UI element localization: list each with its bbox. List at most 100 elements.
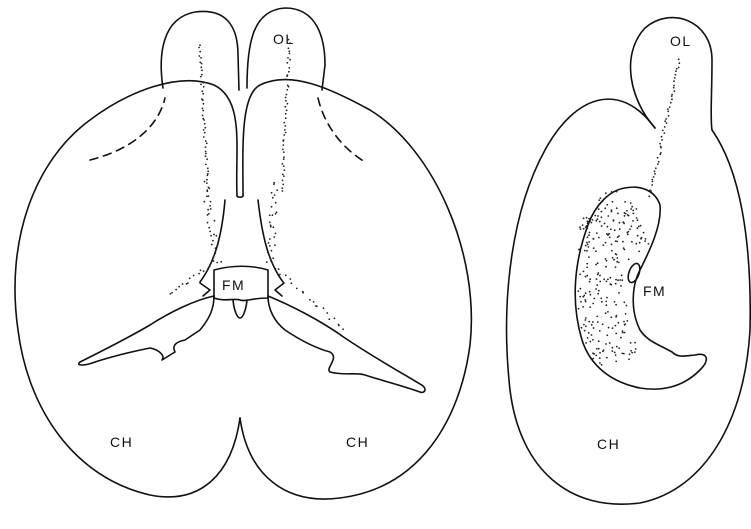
stipple-dot [205,164,207,166]
stipple-dot [673,80,675,82]
stipple-dot [283,156,285,158]
stipple-dot [272,214,274,216]
stipple-dot [605,242,607,244]
stipple-dot [608,327,610,329]
stipple-dot [296,288,298,290]
stipple-dot [636,217,638,219]
stipple-dot [274,244,276,246]
stipple-dot [580,228,582,230]
stipple-dot [275,213,277,215]
stipple-dot [206,189,208,191]
stipple-dot [275,268,277,270]
stipple-dot [316,305,318,307]
stipple-dot [586,225,588,227]
stipple-dot [598,208,600,210]
side-foramen-oval [626,262,642,284]
stipple-dot [169,293,171,295]
stipple-dot [616,257,618,259]
stipple-dot [605,312,607,314]
stipple-dot [631,206,633,208]
stipple-dot [629,353,631,355]
stipple-dot [648,195,650,197]
stipple-dot [596,348,598,350]
stipple-dot [673,87,675,89]
stipple-dot [182,283,184,285]
stipple-dot [586,242,588,244]
stipple-dot [616,261,618,263]
stipple-dot [620,337,622,339]
stipple-dot [588,246,590,248]
stipple-dot [610,229,612,231]
stipple-dot [282,190,284,192]
stipple-dot [611,250,613,252]
stipple-dot [610,316,612,318]
stipple-dot [606,204,608,206]
stipple-dot [580,335,582,337]
stipple-dot [678,67,680,69]
stipple-dot [204,127,206,129]
stipple-dot [286,109,288,111]
stipple-dot [584,330,586,332]
stipple-dot [609,283,611,285]
stipple-dot [678,62,680,64]
stipple-dot [285,113,287,115]
stipple-dot [270,258,272,260]
stipple-dot [615,240,617,242]
stipple-dot [606,297,608,299]
stipple-dot [283,151,285,153]
stipple-dot [641,237,643,239]
stipple-dot [269,238,271,240]
stipple-dot [657,157,659,159]
stipple-dot [604,207,606,209]
stipple-dot [342,328,344,330]
stipple-dot [640,225,642,227]
stipple-dot [587,337,589,339]
stipple-dot [624,212,626,214]
stipple-dot [659,153,661,155]
stipple-dot [595,288,597,290]
stipple-dot [282,174,284,176]
stipple-dot [288,86,290,88]
stipple-dot [624,332,626,334]
stipple-dot [589,291,591,293]
stipple-dot [273,236,275,238]
stipple-dot [203,86,205,88]
right-arrow [275,283,284,296]
stipple-dot [631,241,633,243]
stipple-dot [171,292,173,294]
stipple-dot [599,330,601,332]
stipple-dot [627,232,629,234]
stipple-dot [609,237,611,239]
stipple-dot [302,291,304,293]
stipple-dot [637,219,639,221]
stipple-dot [607,226,609,228]
stipple-dot [664,120,666,122]
stipple-dot [592,238,594,240]
stipple-dot [593,298,595,300]
stipple-dot [283,165,285,167]
stipple-dot [288,67,290,69]
stipple-dot [598,348,600,350]
stipple-dot [597,321,599,323]
stipple-dot [578,290,580,292]
stipple-dot [267,251,269,253]
stipple-dot [283,175,285,177]
stipple-dot [207,175,209,177]
stipple-dot [648,243,650,245]
stipple-dot [198,47,200,49]
stipple-dot [285,117,287,119]
stipple-dot [634,342,636,344]
stipple-dot [288,71,290,73]
stipple-dot [189,277,191,279]
stipple-dot [281,163,283,165]
stipple-dot [636,208,638,210]
stipple-dot [597,293,599,295]
stipple-dot [605,258,607,260]
stipple-dot [666,122,668,124]
stipple-dot [269,221,271,223]
stipple-dot [202,115,204,117]
stipple-dot [212,240,214,242]
stipple-dot [220,261,222,263]
